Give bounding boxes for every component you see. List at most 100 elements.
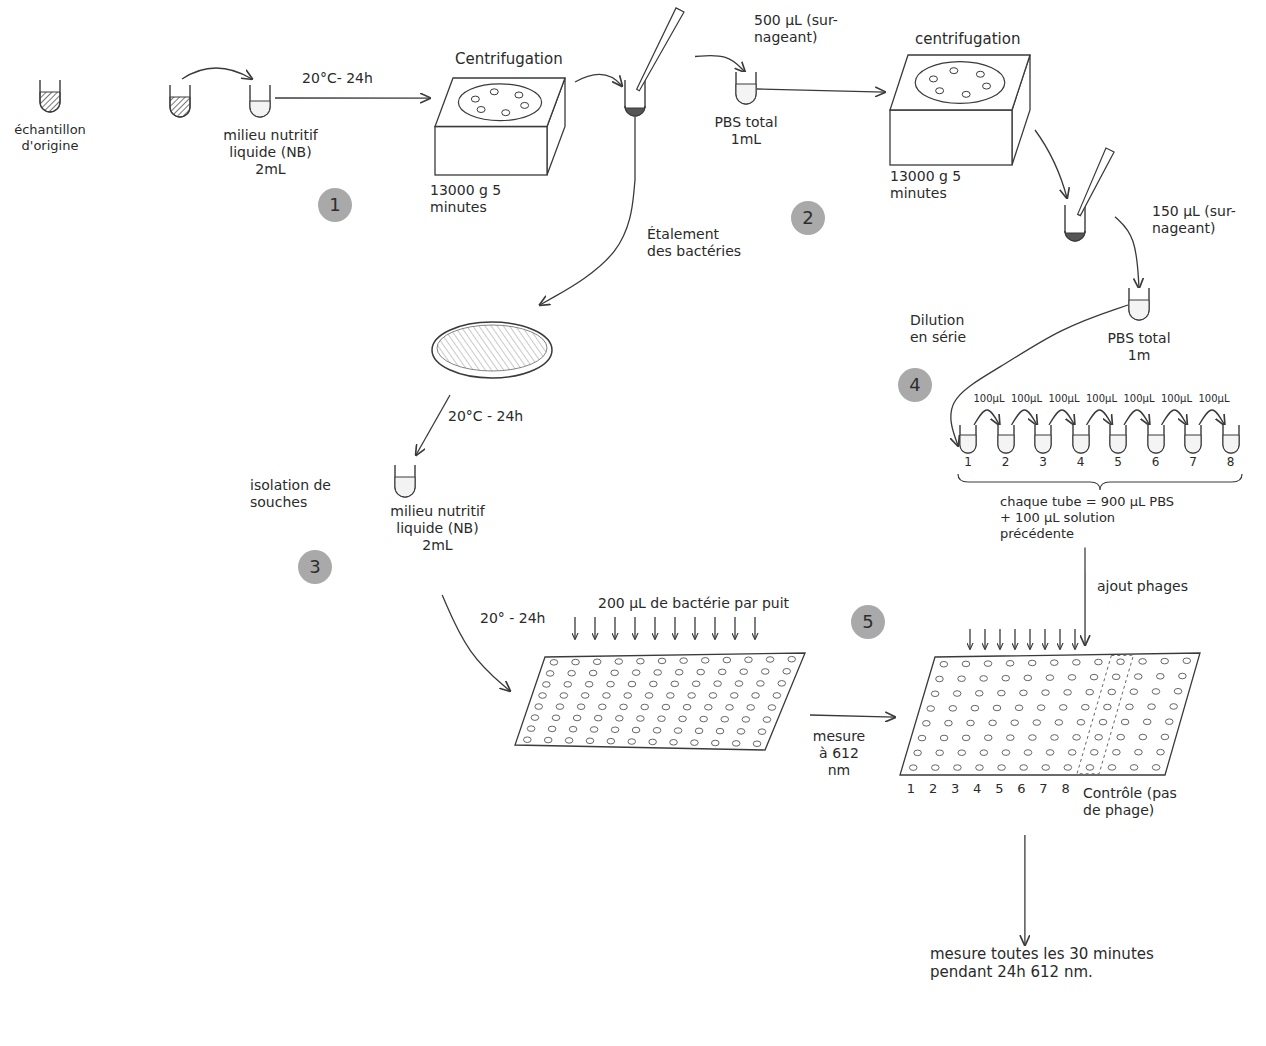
plate-well: [531, 715, 539, 721]
strain-isolation: isolation de souchesmilieu nutritif liqu…: [250, 305, 560, 595]
edge-label: 500 µL (sur-nageant): [752, 12, 871, 46]
tube-outline: [1035, 425, 1051, 453]
rotor-slot: [471, 96, 479, 102]
plate-well: [607, 738, 615, 744]
plate-well: [607, 681, 615, 687]
tube-liquid: [1035, 435, 1051, 453]
plate-well: [958, 750, 966, 756]
plate-well: [1152, 765, 1160, 771]
process-arrow: [1074, 629, 1075, 649]
tube-liquid: [1185, 435, 1201, 453]
node-illustration: [160, 65, 275, 120]
process-arrow: [1014, 629, 1015, 649]
tube-outline: [250, 85, 270, 117]
node-label: PBS total 1mL: [705, 114, 787, 148]
tube-outline: [998, 425, 1014, 453]
plate-well: [1170, 704, 1178, 710]
plate-well: [723, 657, 731, 663]
plate-well: [953, 691, 961, 697]
tube-liquid: [395, 477, 415, 497]
plate-well: [1104, 704, 1112, 710]
plate-well: [1055, 720, 1063, 726]
centrifuge-top: [890, 55, 1030, 110]
rotor-slot: [936, 88, 944, 94]
edge-label: 100µL: [1008, 393, 1046, 405]
plate-well: [1051, 735, 1059, 741]
column-number: 8: [1058, 781, 1074, 796]
tube-outline: [960, 425, 976, 453]
plate-well: [620, 704, 628, 710]
tube-liquid: [170, 97, 190, 117]
plate-well: [747, 705, 755, 711]
plate-well: [936, 750, 944, 756]
plate-well: [593, 659, 601, 665]
node-label: Dilution en série: [910, 312, 980, 346]
plate-well: [1046, 675, 1054, 681]
column-number: 4: [969, 781, 985, 796]
plate-well: [752, 693, 760, 699]
pipette: [637, 8, 684, 91]
plate-well: [918, 735, 926, 741]
plate-well: [962, 735, 970, 741]
plate-well: [1020, 765, 1028, 771]
plate-well: [763, 717, 771, 723]
plate-well: [721, 716, 729, 722]
plate-well: [649, 739, 657, 745]
plate-well: [932, 765, 940, 771]
node-label: mesure toutes les 30 minutes pendant 24h…: [930, 945, 1190, 982]
flow-arrow: [275, 97, 430, 98]
plate-well: [1157, 673, 1165, 679]
measurement-note: mesure toutes les 30 minutes pendant 24h…: [930, 945, 1190, 1025]
plate-well: [945, 720, 953, 726]
column-number: 7: [1035, 781, 1051, 796]
plate-well: [624, 693, 632, 699]
plate-well: [550, 660, 558, 666]
plate-well: [1082, 704, 1090, 710]
process-arrow: [634, 617, 635, 639]
tube-outline: [1073, 425, 1089, 453]
tube-liquid: [1223, 435, 1239, 453]
rotor-slot: [962, 91, 970, 97]
plate-well: [984, 661, 992, 667]
plate-well: [675, 669, 683, 675]
node-label: centrifugation: [915, 30, 1045, 48]
flow-arrow: [757, 89, 885, 92]
plate-well: [637, 658, 645, 664]
tube-outline: [40, 80, 60, 112]
plate-well: [936, 676, 944, 682]
plate-well: [993, 705, 1001, 711]
plate-well: [701, 658, 709, 664]
plate-well: [552, 715, 560, 721]
column-number: 2: [925, 781, 941, 796]
edge-label: 100µL: [1083, 393, 1121, 405]
plate-well: [1086, 689, 1094, 695]
edge-label: 20° - 24h: [478, 610, 562, 627]
plate-well: [705, 704, 713, 710]
plate-well: [680, 658, 688, 664]
plate-well: [1042, 690, 1050, 696]
edge-label: 100µL: [1120, 393, 1158, 405]
edge-label: 100µL: [970, 393, 1008, 405]
plate-well: [1064, 765, 1072, 771]
flow-arrow: [1024, 835, 1025, 945]
plate-well: [1006, 660, 1014, 666]
plate-well: [742, 717, 750, 723]
process-arrow: [999, 629, 1000, 649]
petri-dish: [432, 322, 552, 378]
flow-arrow: [974, 410, 1000, 425]
plate-well: [589, 670, 597, 676]
plate-well: [971, 705, 979, 711]
plate-well: [1029, 735, 1037, 741]
plate-well: [1117, 734, 1125, 740]
plate-well: [637, 716, 645, 722]
plate-well: [718, 669, 726, 675]
plate-well: [546, 671, 554, 677]
plate-well: [615, 716, 623, 722]
tube-liquid: [736, 84, 756, 104]
pipette: [1078, 148, 1114, 216]
plate-well: [585, 681, 593, 687]
node-label: 200 µL de bactérie par puit: [598, 595, 828, 612]
plate-well: [1068, 675, 1076, 681]
plate-well: [615, 659, 623, 665]
node-label: 2: [996, 455, 1016, 470]
